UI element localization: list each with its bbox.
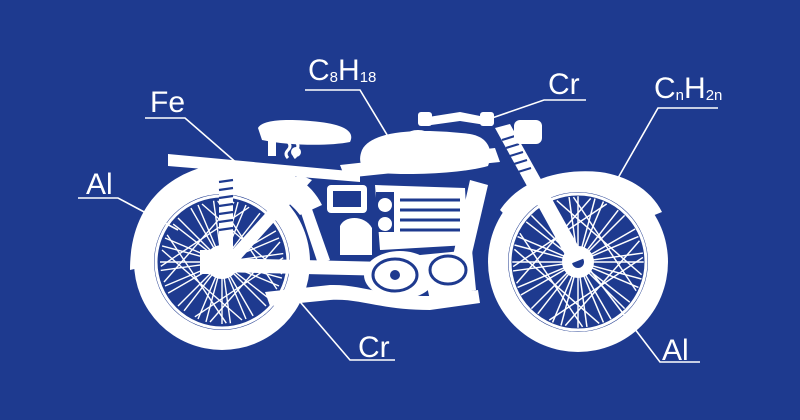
leader-lines	[78, 89, 718, 363]
fuel-cap	[408, 130, 428, 138]
handlebar	[418, 112, 494, 126]
front-wheel	[488, 171, 668, 352]
rear-shock	[218, 164, 234, 250]
leader-cnh2n	[609, 107, 718, 193]
seat	[258, 120, 352, 160]
label-rubber-tire-formula: CnH2n	[654, 72, 723, 105]
label-aluminium-rear-wheel: Al	[86, 168, 113, 201]
label-chromium-exhaust: Cr	[358, 331, 390, 364]
leader-cr-bottom	[294, 295, 395, 361]
fuel-tank	[360, 131, 491, 174]
leader-al-right	[589, 269, 700, 363]
leader-al-left	[78, 197, 179, 231]
exhaust-pipe	[265, 284, 480, 310]
label-aluminium-front-wheel: Al	[662, 334, 689, 367]
front-fork	[495, 120, 585, 264]
leader-cr-top	[491, 99, 586, 119]
leader-c8h18	[305, 89, 396, 149]
headlight	[514, 120, 542, 144]
label-fuel-formula: C8H18	[308, 54, 377, 87]
leader-fe	[145, 117, 286, 206]
engine	[327, 185, 476, 300]
label-iron-frame: Fe	[150, 86, 186, 119]
label-chromium-handlebar: Cr	[548, 68, 580, 101]
